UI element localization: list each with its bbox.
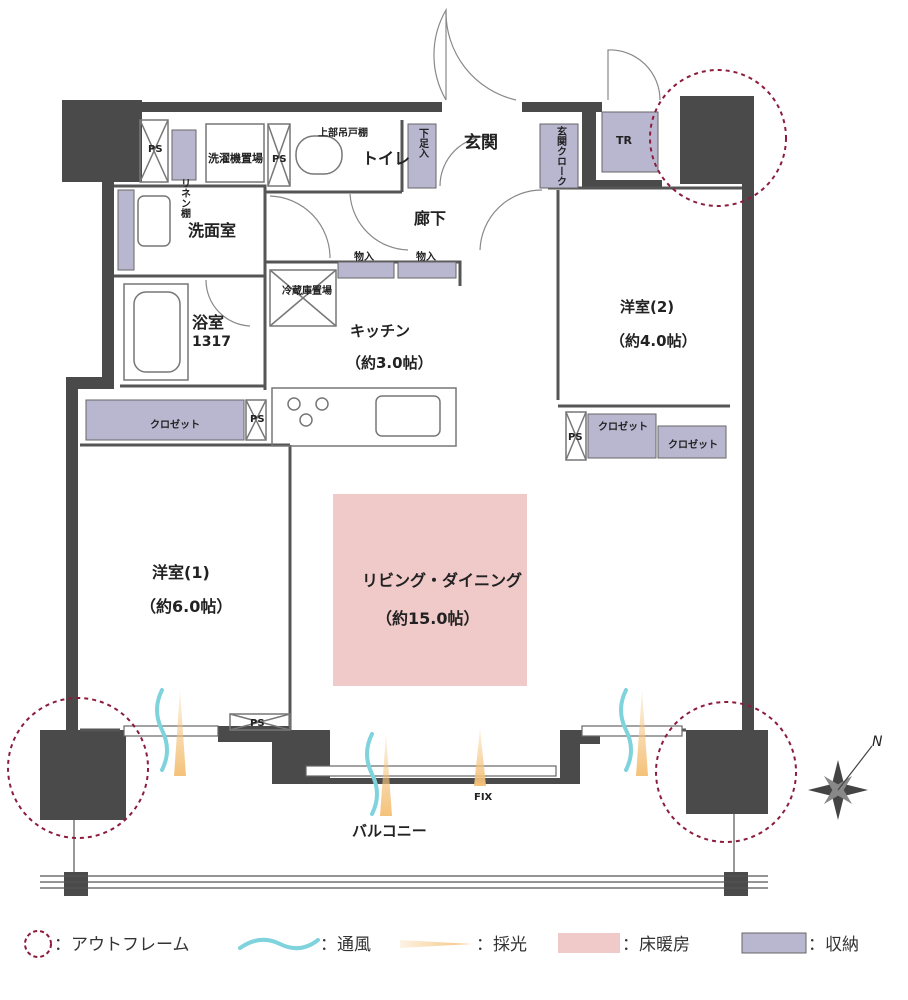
tr-label: TR bbox=[616, 134, 633, 147]
ventilation-marks bbox=[155, 688, 633, 816]
western2-size-label: （約4.0帖） bbox=[610, 332, 697, 350]
storage-blocks bbox=[85, 111, 727, 459]
entrance-label: 玄関 bbox=[464, 132, 498, 153]
ps-label-3: PS bbox=[250, 414, 265, 425]
balcony-rails bbox=[40, 814, 768, 889]
closet-label-2: クロゼット bbox=[598, 420, 648, 433]
outframe-legend-icon bbox=[24, 930, 52, 958]
living-size-label: （約15.0帖） bbox=[376, 609, 479, 628]
ventilation-legend-icon bbox=[238, 937, 320, 951]
entrance-cloak-label: 玄関クローク bbox=[555, 125, 567, 186]
interior-walls bbox=[80, 120, 742, 732]
fixtures bbox=[123, 119, 587, 731]
kitchen-label: キッチン bbox=[350, 322, 410, 340]
windows bbox=[123, 725, 683, 777]
storage-label-2: 物入 bbox=[416, 250, 436, 263]
bath-size-label: 1317 bbox=[192, 334, 231, 350]
linen-shelf-label: リネン棚 bbox=[179, 178, 191, 219]
western2-label: 洋室(2) bbox=[620, 298, 674, 316]
living-label: リビング・ダイニング bbox=[362, 571, 522, 590]
balcony-label: バルコニー bbox=[352, 822, 427, 840]
ps-label-5: PS bbox=[250, 718, 265, 729]
legend-floor-heating: ：床暖房 bbox=[622, 935, 690, 955]
closet-label-3: クロゼット bbox=[668, 438, 718, 451]
legend: ：アウトフレーム ：通風 ：採光 ：床暖房 ：収納 bbox=[24, 930, 859, 958]
daylight-marks bbox=[174, 690, 648, 816]
floor-heating-legend-icon bbox=[558, 933, 620, 953]
legend-outframe: ：アウトフレーム bbox=[54, 935, 190, 955]
outframe-markers bbox=[7, 69, 797, 843]
western1-size-label: （約6.0帖） bbox=[140, 597, 232, 616]
exterior-walls bbox=[40, 96, 768, 896]
upper-cabinet-label: 上部吊戸棚 bbox=[318, 126, 368, 139]
washer-label: 洗濯機置場 bbox=[208, 151, 263, 165]
fridge-label: 冷蔵庫置場 bbox=[282, 284, 332, 297]
floor-heating-area bbox=[333, 494, 527, 686]
fix-label: FIX bbox=[474, 792, 493, 803]
ps-label: PS bbox=[148, 144, 163, 155]
ps-label-2: PS bbox=[272, 154, 287, 165]
door-swings bbox=[205, 7, 661, 327]
ps-label-4: PS bbox=[568, 432, 583, 443]
storage-label-1: 物入 bbox=[354, 250, 374, 263]
legend-storage: ：収納 bbox=[808, 935, 859, 955]
daylight-legend-icon bbox=[400, 940, 472, 948]
corridor-label: 廊下 bbox=[414, 209, 446, 228]
compass-north-label: N bbox=[872, 734, 883, 750]
western1-label: 洋室(1) bbox=[152, 563, 210, 582]
washroom-label: 洗面室 bbox=[188, 221, 236, 240]
closet-label-1: クロゼット bbox=[150, 418, 200, 431]
shoe-storage-label: 下足入 bbox=[417, 128, 429, 159]
legend-ventilation: ：通風 bbox=[320, 935, 371, 955]
legend-daylight: ：採光 bbox=[476, 935, 527, 955]
compass-icon bbox=[808, 745, 873, 820]
toilet-label: トイレ bbox=[362, 149, 410, 168]
kitchen-size-label: （約3.0帖） bbox=[346, 354, 433, 372]
storage-legend-icon bbox=[741, 932, 807, 954]
bath-label: 浴室 bbox=[192, 313, 224, 332]
